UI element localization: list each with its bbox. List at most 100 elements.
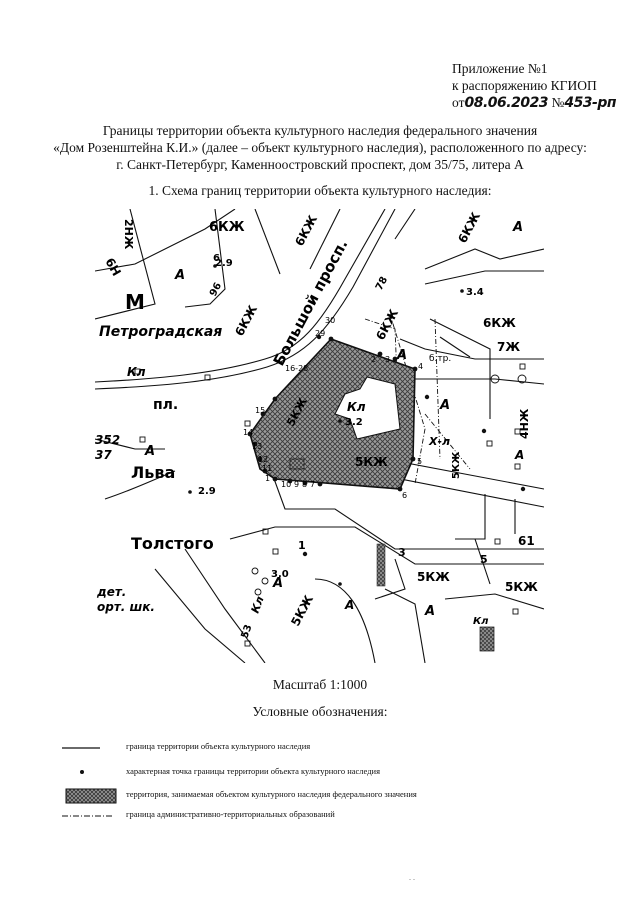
pt-8: 8 [302, 480, 307, 489]
num-5: 5 [480, 553, 488, 566]
point-dot-icon [80, 770, 84, 774]
street-pl: пл. [153, 397, 178, 413]
hatched-small-2 [479, 626, 495, 652]
letter-a9: А [344, 598, 354, 612]
pt-5: 5 [417, 457, 422, 466]
pt-9: 9 [294, 480, 299, 489]
num-1: 1 [298, 539, 306, 552]
appendix-from: от [452, 95, 465, 110]
metro-icon: M [125, 290, 145, 314]
height-h3: 3.2 [345, 417, 363, 428]
letter-a1: А [174, 268, 185, 283]
appendix-line3: от08.06.2023 №453-рп [452, 94, 617, 112]
bldg-b7: 6Н [102, 256, 123, 279]
pt-30: 30 [325, 316, 335, 325]
street-lva: Льва [131, 463, 175, 482]
legend-title: Условные обозначения: [252, 704, 388, 719]
bldg-b2: 6КЖ [292, 213, 320, 249]
bldg-b16: Кл [347, 400, 366, 414]
pt-12: 12 [258, 455, 268, 464]
num-96: 96 [208, 281, 224, 298]
letter-a2: А [144, 444, 155, 459]
num-53: 53 [239, 623, 254, 640]
pt-14: 14 [243, 428, 253, 437]
letter-a7: А [272, 576, 283, 591]
page-mark: . . [409, 873, 415, 882]
street-petrogradskaya: Петроградская [99, 324, 222, 340]
legend-label: территория, занимаемая объектом культурн… [126, 789, 417, 799]
num-6m: 6 [213, 253, 220, 264]
appendix-date: 08.06.2023 [464, 95, 549, 111]
legend-label: граница территории объекта культурного н… [126, 741, 311, 751]
courtyard [334, 376, 401, 440]
title-line1: Границы территории объекта культурного н… [102, 123, 538, 138]
title-line3: г. Санкт-Петербург, Каменноостровский пр… [116, 157, 524, 172]
bldg-b20: б.тр. [429, 354, 451, 364]
bldg-b22: 5КЖ [451, 451, 462, 479]
solid-line-icon [62, 747, 100, 749]
appendix-number-sign: № [551, 95, 565, 110]
bldg-b9: 5КЖ [355, 455, 388, 469]
appendix-line2: к распоряжению КГИОП [452, 78, 597, 93]
legend-label: характерная точка границы территории объ… [126, 766, 380, 776]
num-78: 78 [374, 275, 390, 292]
height-h5: 3.0 [271, 569, 289, 580]
bldg-b21: Кл [473, 616, 489, 627]
bldg-b15: Кл [127, 365, 146, 379]
pt-10: 10 [281, 480, 291, 489]
pt-15: 15 [255, 406, 265, 415]
map-scale: Масштаб 1:1000 [272, 677, 368, 692]
street-tolstogo: Толстого [131, 534, 214, 553]
height-h2: 3.4 [466, 287, 484, 298]
bldg-b19: Х-л [428, 435, 450, 448]
bldg-b18: Кл [249, 595, 267, 615]
pt-13: 13 [252, 442, 262, 451]
letter-a4: А [439, 398, 450, 413]
height-h1: 2.9 [215, 258, 233, 269]
section-heading: 1. Схема границ территории объекта культ… [148, 183, 492, 198]
bldg-b11: 5КЖ [505, 580, 538, 594]
bldg-b4: 6КЖ [232, 303, 260, 339]
bldg-b14: 7Ж [497, 340, 520, 354]
document-title: Границы территории объекта культурного н… [20, 122, 620, 173]
bldg-b10: 5КЖ [417, 570, 450, 584]
num-3: 3 [398, 546, 406, 559]
dash-dot-line-icon [62, 815, 114, 817]
crosshatch-icon [65, 788, 117, 804]
bldg-b6: 2НЖ [122, 219, 135, 250]
pt-1: 1 [265, 474, 270, 483]
appendix-number: 453-рп [564, 95, 617, 111]
label-det: дет. [96, 585, 126, 599]
letter-a5: А [512, 220, 523, 235]
bldg-b3: 6КЖ [455, 210, 483, 246]
letter-a8: А [514, 448, 524, 462]
boundary-points [188, 264, 526, 586]
street-lines [95, 209, 544, 663]
height-h4: 2.9 [198, 486, 216, 497]
bldg-b12: 5КЖ [288, 593, 316, 629]
num-61: 61 [518, 534, 535, 548]
legend-label: граница административно-территориальных … [126, 809, 335, 819]
pt-11: 11 [262, 464, 272, 473]
bldg-b8: 6КЖ [483, 316, 516, 330]
boundary-map: Большой просп. Петроградская пл. Льва То… [95, 209, 544, 663]
pt-4: 4 [418, 362, 423, 371]
label-shk: орт. шк. [97, 600, 155, 614]
bldg-b1: 6КЖ [209, 220, 245, 235]
num-352: 352 [95, 433, 120, 447]
pt-29: 29 [315, 329, 325, 338]
pt-3: 3 [385, 355, 390, 364]
pt-7: 7 [310, 480, 315, 489]
appendix-block: Приложение №1 к распоряжению КГИОП от08.… [452, 60, 617, 112]
pt-2: 2 [371, 355, 376, 364]
appendix-line1: Приложение №1 [452, 61, 548, 76]
title-line2: «Дом Розенштейна К.И.» (далее – объект к… [53, 140, 587, 155]
pt-16: 16-28 [285, 364, 308, 373]
hatched-small-3 [376, 543, 386, 587]
pt-6: 6 [402, 491, 407, 500]
bldg-b13: 4НЖ [518, 408, 531, 439]
hatched-small-1 [289, 458, 305, 470]
letter-a3: А [396, 348, 407, 363]
map-symbols [134, 363, 527, 647]
num-37: 37 [95, 448, 112, 462]
